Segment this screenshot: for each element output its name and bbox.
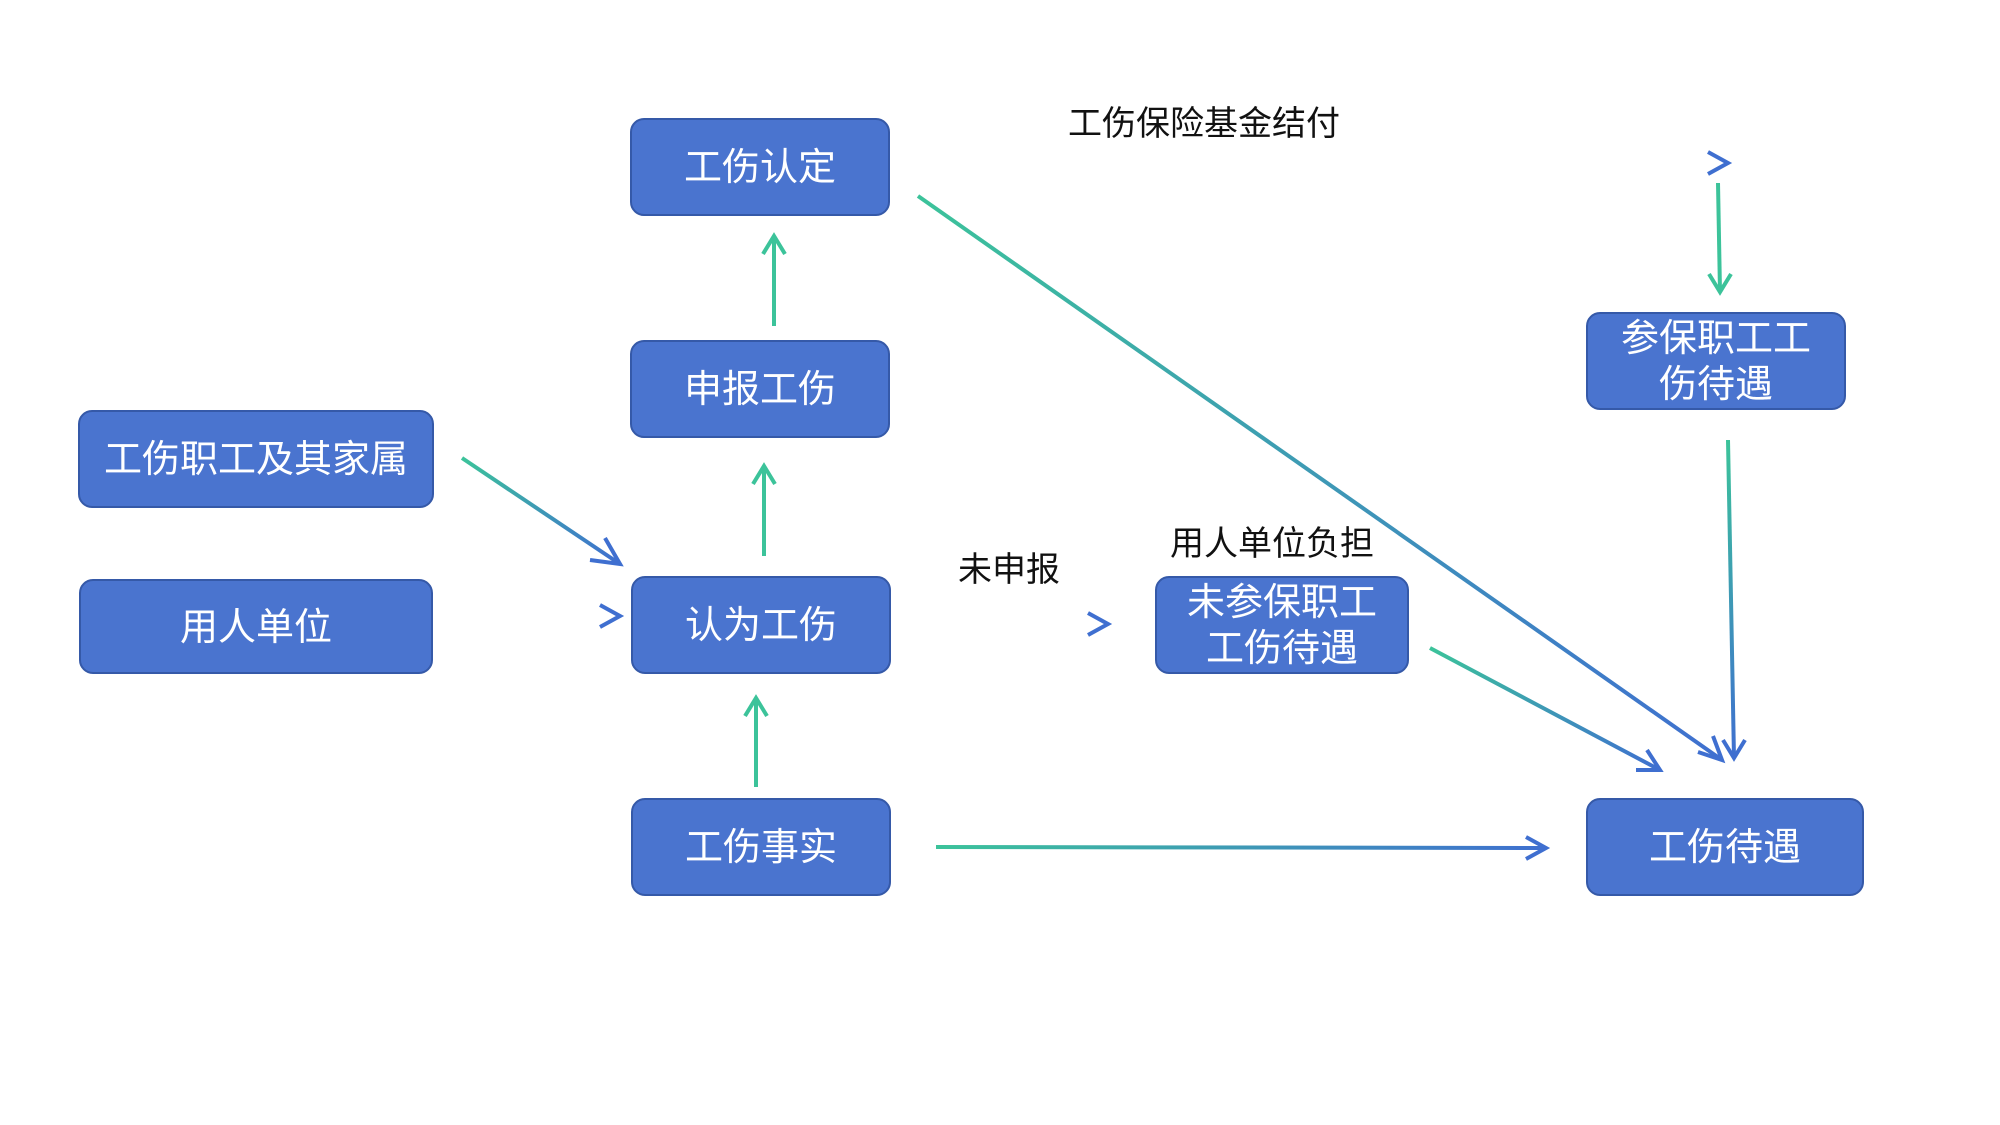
node-believed-injury: 认为工伤	[631, 576, 891, 674]
node-unenrolled-benefits: 未参保职工 工伤待遇	[1155, 576, 1409, 674]
arrow-fact-to-benefits	[935, 835, 1551, 861]
label-employer-pays: 用人单位负担	[1170, 524, 1374, 564]
node-injury-benefits: 工伤待遇	[1586, 798, 1864, 896]
node-label: 工伤事实	[684, 825, 837, 869]
label-not-declared: 未申报	[958, 550, 1060, 590]
arrow-unenrolled-to-benefits	[1429, 646, 1664, 772]
arrow-enrolled-to-benefits	[1721, 439, 1747, 762]
arrow-employer-to-believed	[454, 603, 625, 629]
label-fund-payment: 工伤保险基金结付	[1068, 104, 1340, 144]
node-declare-injury: 申报工伤	[630, 340, 890, 438]
node-label: 认为工伤	[684, 603, 837, 647]
node-label: 工伤认定	[683, 145, 836, 189]
node-label: 工伤待遇	[1648, 825, 1801, 869]
arrow-recognition-to-fund	[910, 150, 1733, 176]
arrow-fact-to-believed	[743, 694, 769, 787]
node-label: 用人单位	[179, 604, 332, 649]
node-label: 申报工伤	[683, 367, 836, 411]
arrow-fund-to-enrolled	[1707, 182, 1733, 296]
node-label: 参保职工工 伤待遇	[1620, 316, 1811, 406]
arrow-recognition-to-benefits	[916, 194, 1726, 764]
node-worker-and-family: 工伤职工及其家属	[78, 410, 434, 508]
node-employer: 用人单位	[79, 579, 433, 674]
arrow-declare-to-recognition	[761, 232, 787, 326]
arrow-believed-to-unenrolled	[944, 611, 1113, 637]
node-label: 未参保职工 工伤待遇	[1186, 580, 1377, 670]
node-enrolled-benefits: 参保职工工 伤待遇	[1586, 312, 1846, 410]
arrow-believed-to-declare	[751, 462, 777, 556]
arrow-worker-to-believed	[460, 456, 624, 567]
node-injury-recognition: 工伤认定	[630, 118, 890, 216]
node-label: 工伤职工及其家属	[103, 437, 408, 481]
node-injury-fact: 工伤事实	[631, 798, 891, 896]
